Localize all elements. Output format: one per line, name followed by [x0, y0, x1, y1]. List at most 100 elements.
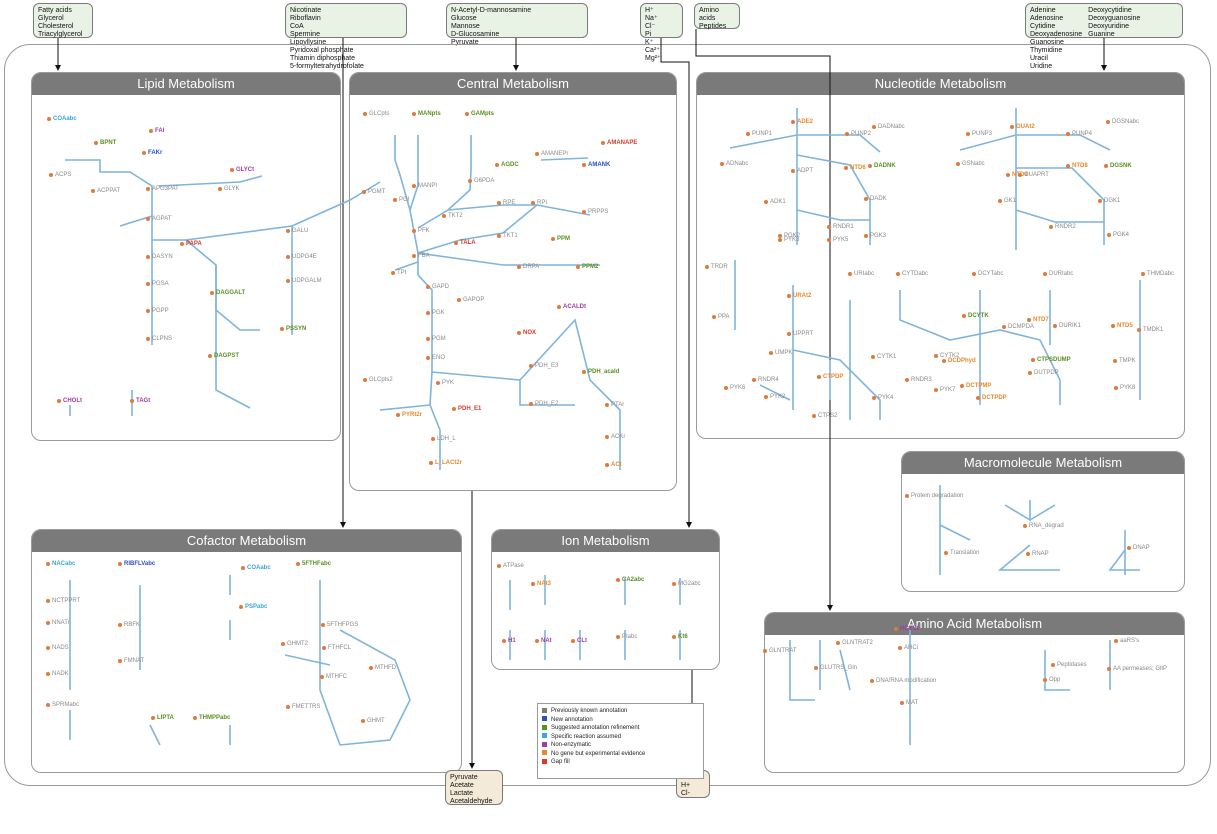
- metabolite-node: [465, 112, 469, 116]
- output-item: H+: [681, 782, 691, 789]
- legend-swatch: [542, 741, 547, 747]
- reaction-label: PPM: [557, 236, 571, 242]
- reaction-label: aaRS's: [1120, 638, 1140, 644]
- input-item: Peptides: [699, 23, 727, 30]
- input-item: Uridine: [1030, 63, 1053, 70]
- metabolite-node: [1141, 272, 1145, 276]
- metabolite-node: [1107, 667, 1111, 671]
- reaction-label: PYK3: [784, 237, 800, 243]
- metabolite-node: [1018, 173, 1022, 177]
- metabolite-node: [412, 184, 416, 188]
- input-item: Lipoyllysine: [290, 39, 327, 46]
- reaction-label: PGK: [432, 310, 445, 316]
- metabolite-node: [864, 197, 868, 201]
- legend-swatch: [542, 758, 547, 764]
- reaction-label: ADNabc: [726, 161, 749, 167]
- input-item: Guanine: [1088, 31, 1115, 38]
- panel-central-metabolism: Central Metabolism: [349, 72, 677, 491]
- reaction-label: AGPAT: [152, 216, 172, 222]
- metabolite-node: [286, 229, 290, 233]
- metabolite-node: [286, 279, 290, 283]
- input-item: Nicotinate: [290, 7, 322, 14]
- reaction-label: CYTK1: [877, 354, 897, 360]
- metabolite-node: [454, 241, 458, 245]
- input-item: Riboflavin: [290, 15, 321, 22]
- metabolite-node: [369, 666, 373, 670]
- reaction-label: GLCpts: [369, 111, 390, 117]
- reaction-label: PIabc: [622, 634, 638, 640]
- panel-title: Cofactor Metabolism: [32, 530, 461, 552]
- input-item: Uracil: [1030, 55, 1048, 62]
- reaction-label: NAt3: [537, 581, 552, 587]
- reaction-label: FBA: [418, 253, 430, 259]
- metabolite-node: [1066, 164, 1070, 168]
- reaction-label: DCDPhyd: [948, 358, 976, 364]
- metabolite-node: [239, 605, 243, 609]
- reaction-label: DCYTK: [968, 313, 989, 319]
- legend-item: Suggested annotation refinement: [542, 724, 699, 733]
- metabolite-node: [296, 562, 300, 566]
- panel-nucleotide-metabolism: Nucleotide Metabolism: [696, 72, 1185, 439]
- metabolite-node: [778, 234, 782, 238]
- reaction-label: DGSNabc: [1112, 119, 1140, 125]
- reaction-label: DGK1: [1104, 198, 1121, 204]
- reaction-label: CTPDP: [823, 374, 844, 380]
- metabolite-node: [845, 132, 849, 136]
- reaction-label: THMPPabc: [199, 715, 231, 721]
- cell-boundary: [4, 44, 1211, 786]
- reaction-label: MANpts: [418, 111, 441, 117]
- input-item: N-Acetyl-D-mannosamine: [451, 7, 532, 14]
- metabolite-node: [495, 163, 499, 167]
- metabolite-node: [1027, 318, 1031, 322]
- reaction-label: DNAP: [1133, 545, 1150, 551]
- legend-item: Gap fill: [542, 758, 699, 767]
- metabolite-node: [497, 201, 501, 205]
- metabolite-node: [361, 719, 365, 723]
- reaction-label: GLYK: [224, 186, 240, 192]
- input-item: Deoxycytidine: [1088, 7, 1132, 14]
- metabolite-node: [814, 666, 818, 670]
- metabolite-node: [180, 242, 184, 246]
- reaction-label: GUAPRT: [1024, 172, 1049, 178]
- reaction-label: TKT1: [503, 233, 518, 239]
- reaction-label: DADNabc: [878, 124, 905, 130]
- reaction-label: NNATr: [52, 620, 70, 626]
- input-item: Glycerol: [38, 15, 64, 22]
- metabolite-node: [149, 129, 153, 133]
- reaction-label: AGDC: [501, 162, 519, 168]
- reaction-label: TKT2: [448, 213, 463, 219]
- metabolite-node: [870, 679, 874, 683]
- metabolite-node: [1053, 324, 1057, 328]
- reaction-label: FMNAT: [124, 658, 145, 664]
- metabolite-node: [896, 272, 900, 276]
- metabolite-node: [535, 639, 539, 643]
- metabolite-node: [827, 238, 831, 242]
- metabolite-node: [944, 551, 948, 555]
- metabolite-node: [94, 141, 98, 145]
- reaction-label: ACPPAT: [97, 188, 121, 194]
- reaction-label: TALA: [460, 240, 476, 246]
- metabolite-node: [457, 298, 461, 302]
- reaction-label: NADK: [52, 671, 69, 677]
- metabolite-node: [1049, 225, 1053, 229]
- reaction-label: PGK2: [784, 233, 801, 239]
- metabolite-node: [517, 331, 521, 335]
- metabolite-node: [1028, 371, 1032, 375]
- reaction-label: PYK4: [878, 395, 894, 401]
- metabolite-node: [998, 199, 1002, 203]
- metabolite-node: [146, 282, 150, 286]
- input-item: Glucose: [451, 15, 477, 22]
- metabolite-node: [91, 189, 95, 193]
- output-item: Acetate: [450, 782, 474, 789]
- reaction-label: GAPOP: [463, 297, 485, 303]
- metabolite-node: [452, 407, 456, 411]
- input-item: Pyruvate: [451, 39, 479, 46]
- metabolite-node: [605, 435, 609, 439]
- metabolite-node: [1043, 678, 1047, 682]
- metabolite-node: [872, 125, 876, 129]
- reaction-label: GUAt2: [1016, 124, 1035, 130]
- metabolite-node: [942, 359, 946, 363]
- metabolite-node: [46, 646, 50, 650]
- metabolite-node: [535, 152, 539, 156]
- metabolite-node: [130, 399, 134, 403]
